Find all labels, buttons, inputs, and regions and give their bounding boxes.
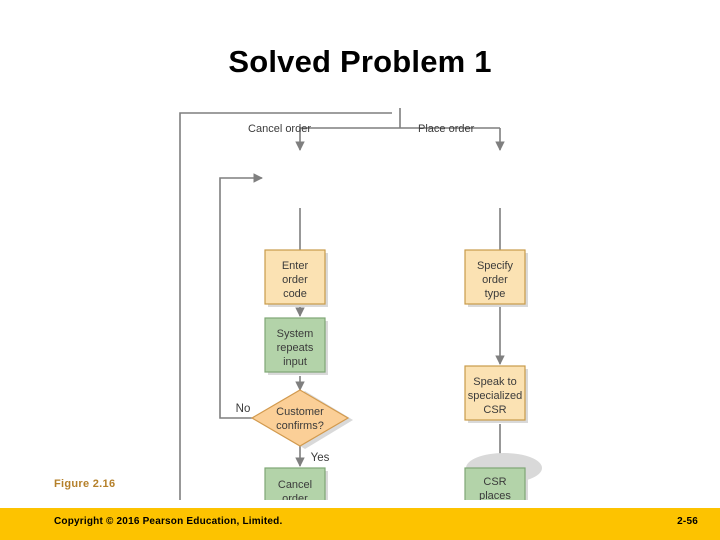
node-label-line: places [479, 490, 511, 500]
edge-label-confirms-yes: Yes [311, 452, 330, 464]
node-speak-to-specialized-csr: Speak to specialized CSR [464, 365, 526, 421]
footer-page-number: 2-56 [677, 516, 698, 527]
node-label-line: order [282, 274, 308, 286]
edge-label-cancel-order: Cancel order [248, 123, 311, 135]
node-label-line: CSR [483, 404, 506, 416]
node-label-line: CSR [483, 476, 506, 488]
node-label-line: Enter [282, 260, 309, 272]
connector-layer [179, 108, 505, 500]
edge-label-place-order: Place order [418, 123, 475, 135]
flowchart-figure: Enter order code System repeats input Cu… [0, 100, 720, 500]
footer-copyright: Copyright © 2016 Pearson Education, Limi… [54, 516, 283, 527]
connector-confirms-no-loop [219, 173, 263, 419]
node-enter-order-code: Enter order code [264, 249, 326, 305]
node-label-line: code [283, 288, 307, 300]
node-label-line: input [283, 356, 307, 368]
node-customer-confirms: Customer confirms? [250, 389, 350, 447]
node-label-line: Specify [477, 260, 514, 272]
node-label-line: type [485, 288, 506, 300]
node-specify-order-type: Specify order type [464, 249, 526, 305]
figure-caption: Figure 2.16 [54, 478, 116, 490]
node-label-line: Speak to [473, 376, 516, 388]
connector-additional-yes-loop [179, 112, 392, 500]
edge-label-confirms-no: No [236, 403, 251, 415]
node-label-line: confirms? [276, 420, 324, 432]
node-system-repeats-input: System repeats input [264, 317, 326, 373]
node-label-line: order [282, 493, 308, 500]
node-csr-places-order: CSR places order [464, 467, 526, 500]
node-label-line: System [277, 328, 314, 340]
node-label-line: specialized [468, 390, 522, 402]
node-label-line: repeats [277, 342, 314, 354]
node-label-line: Cancel [278, 479, 312, 491]
footer-bar [0, 508, 720, 540]
node-label-line: order [482, 274, 508, 286]
flowchart-svg: Enter order code System repeats input Cu… [179, 108, 542, 500]
node-cancel-order: Cancel order [264, 467, 326, 500]
page-title: Solved Problem 1 [228, 44, 492, 79]
node-label-line: Customer [276, 406, 324, 418]
